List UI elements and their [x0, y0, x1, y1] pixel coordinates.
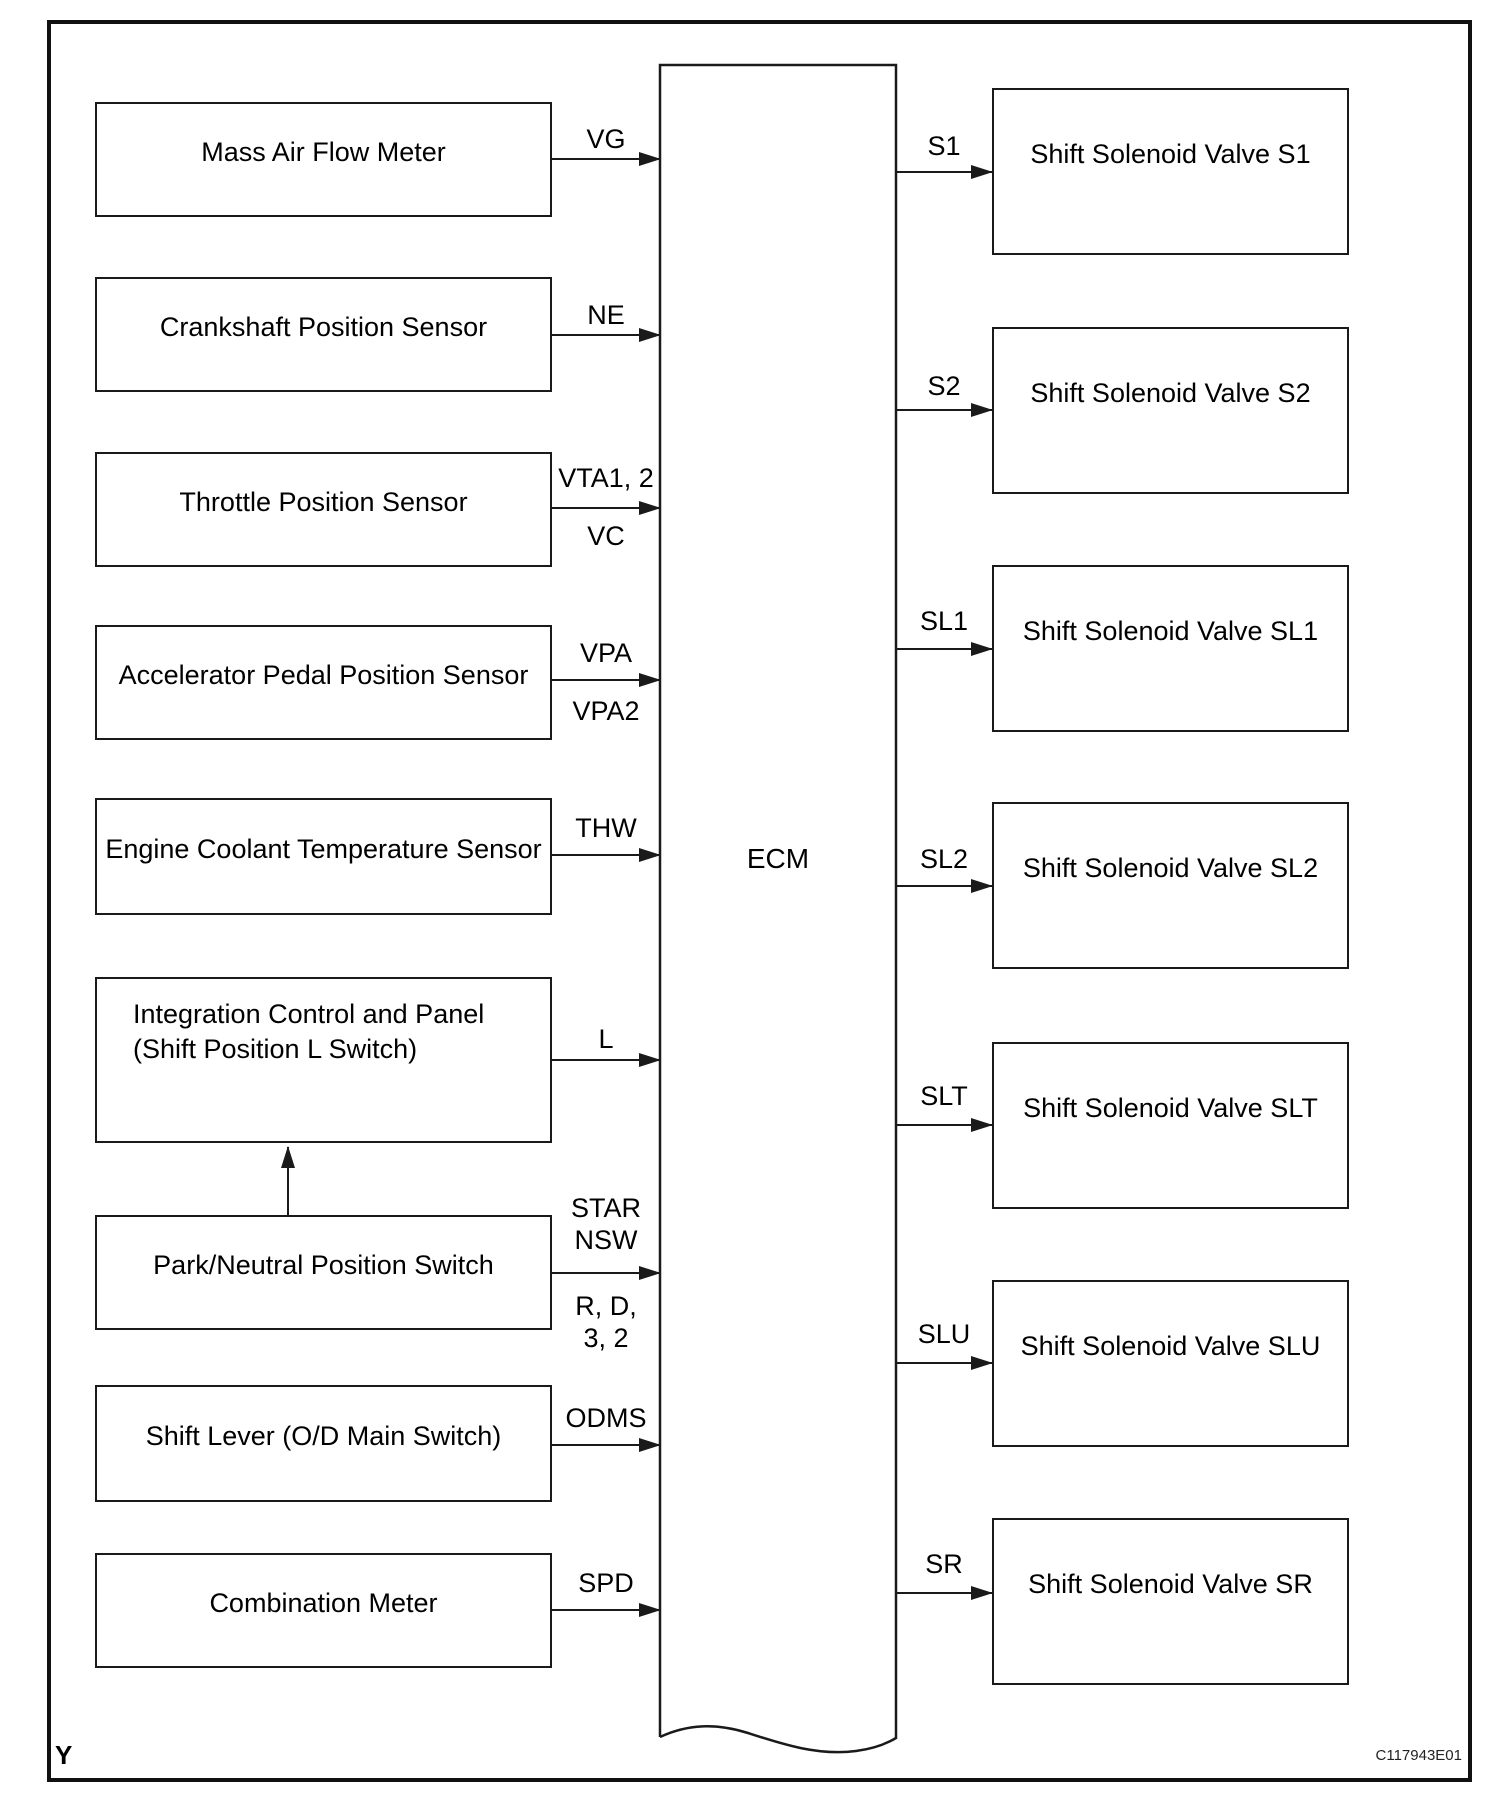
input-box-crankshaft-position-sensor: Crankshaft Position Sensor: [95, 277, 552, 392]
input-box-engine-coolant-temperature-sensor: Engine Coolant Temperature Sensor: [95, 798, 552, 915]
input-box-mass-air-flow-meter: Mass Air Flow Meter: [95, 102, 552, 217]
output-box-shift-solenoid-valve-slt: Shift Solenoid Valve SLT: [992, 1042, 1349, 1209]
signal-label-sl2: SL2: [919, 844, 969, 874]
signal-label-ne: NE: [587, 300, 625, 330]
signal-label-sl1: SL1: [919, 606, 969, 636]
output-box-shift-solenoid-valve-sr: Shift Solenoid Valve SR: [992, 1518, 1349, 1685]
output-box-shift-solenoid-valve-sl2: Shift Solenoid Valve SL2: [992, 802, 1349, 969]
signal-label-star-nsw: STAR NSW: [570, 1193, 641, 1255]
signal-label-spd: SPD: [578, 1568, 634, 1598]
figure-border: [47, 20, 1472, 1782]
signal-label-l: L: [598, 1024, 614, 1054]
input-box-accelerator-pedal-position-sensor: Accelerator Pedal Position Sensor: [95, 625, 552, 740]
signal-label-slt: SLT: [920, 1081, 968, 1111]
signal-label-odms: ODMS: [565, 1403, 647, 1433]
ecm-box-outline: [658, 63, 898, 1754]
signal-label-slu: SLU: [917, 1319, 971, 1349]
input-box-park-neutral-position-switch: Park/Neutral Position Switch: [95, 1215, 552, 1330]
ecm-label: ECM: [746, 843, 810, 874]
signal-label-vpa2: VPA2: [572, 696, 640, 726]
signal-label-sr: SR: [925, 1549, 963, 1579]
input-box-throttle-position-sensor: Throttle Position Sensor: [95, 452, 552, 567]
signal-label-rd32: R, D, 3, 2: [575, 1291, 637, 1353]
signal-label-vta12: VTA1, 2: [558, 463, 654, 493]
signal-label-vpa: VPA: [579, 638, 633, 668]
input-box-combination-meter: Combination Meter: [95, 1553, 552, 1668]
input-box-integration-control-panel: Integration Control and Panel (Shift Pos…: [95, 977, 552, 1143]
figure-code: C117943E01: [1375, 1747, 1462, 1764]
signal-label-vc: VC: [587, 521, 625, 551]
signal-label-thw: THW: [575, 813, 637, 843]
signal-label-s1: S1: [927, 131, 961, 161]
output-box-shift-solenoid-valve-slu: Shift Solenoid Valve SLU: [992, 1280, 1349, 1447]
corner-label: Y: [55, 1740, 73, 1770]
output-box-shift-solenoid-valve-sl1: Shift Solenoid Valve SL1: [992, 565, 1349, 732]
signal-label-s2: S2: [927, 371, 961, 401]
output-box-shift-solenoid-valve-s1: Shift Solenoid Valve S1: [992, 88, 1349, 255]
signal-label-vg: VG: [586, 124, 626, 154]
input-box-shift-lever-od-main-switch: Shift Lever (O/D Main Switch): [95, 1385, 552, 1502]
output-box-shift-solenoid-valve-s2: Shift Solenoid Valve S2: [992, 327, 1349, 494]
